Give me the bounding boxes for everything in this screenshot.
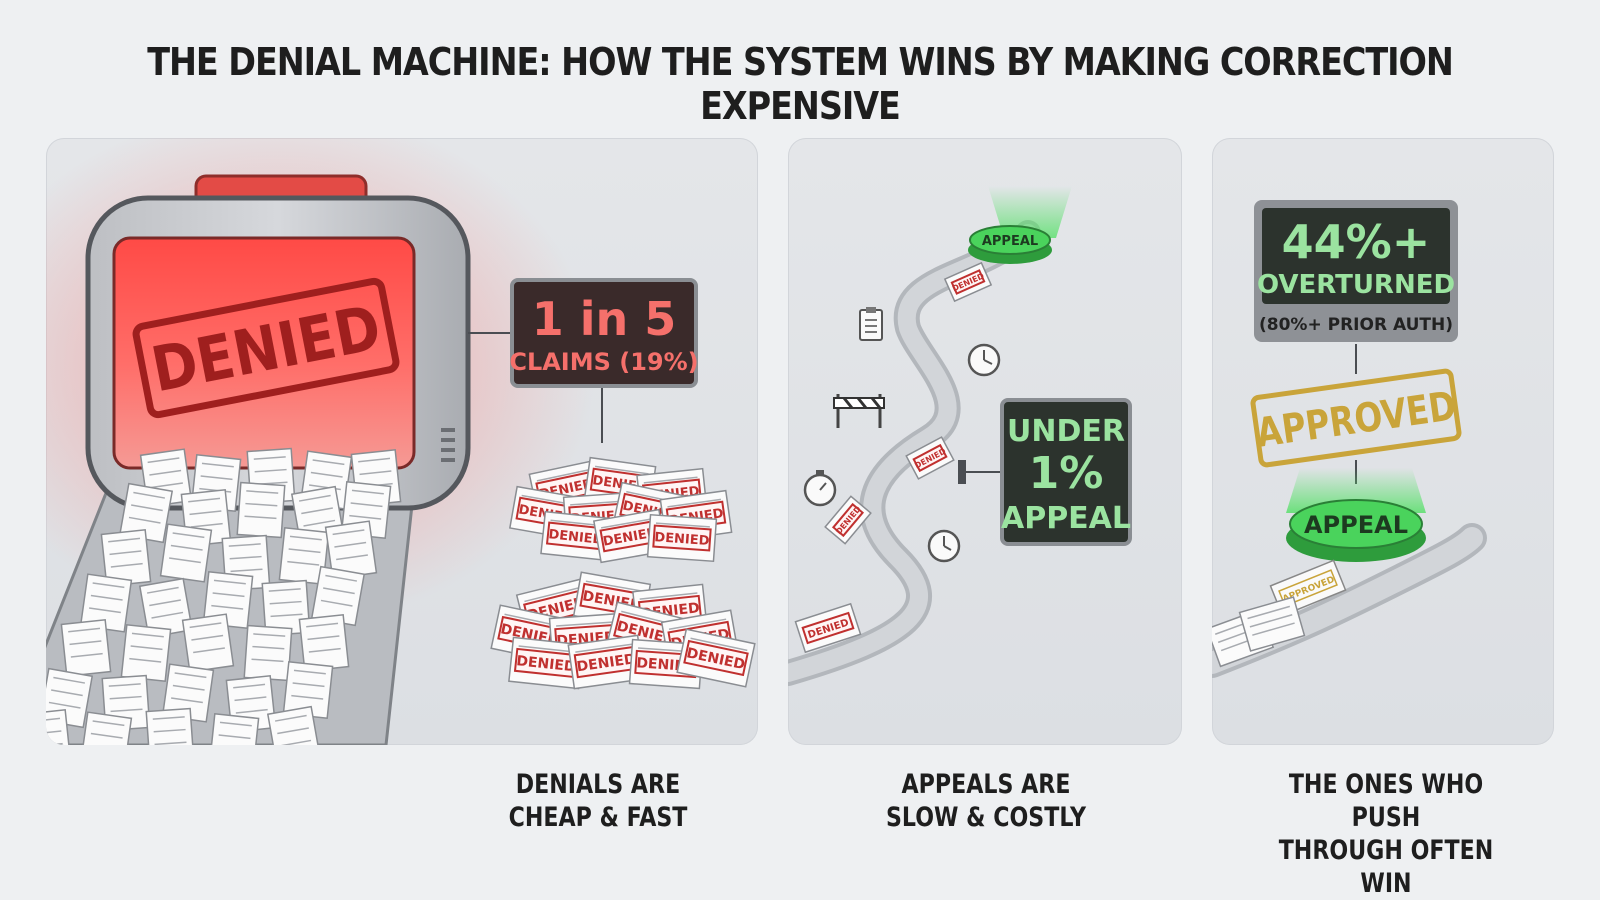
claim-paper (120, 624, 172, 682)
caption-denials: DENIALS ARE CHEAP & FAST (475, 768, 721, 834)
page-title: THE DENIAL MACHINE: HOW THE SYSTEM WINS … (147, 40, 1454, 128)
denial-machine-illustration: DENIED 1 in 5 CLAIMS (19%) DENIEDDENIEDD… (46, 138, 756, 745)
claim-paper (202, 571, 254, 629)
approved-illustration: 44%+ OVERTURNED (80%+ PRIOR AUTH) APPROV… (1212, 200, 1487, 678)
stat-44-percent: 44%+ (1282, 215, 1431, 269)
clock-icon-lower (927, 529, 961, 563)
claim-paper (261, 579, 311, 637)
claim-paper (298, 614, 350, 672)
papers-heading-to-appeal (1212, 596, 1306, 668)
claim-paper (60, 619, 112, 677)
denied-paper: DENIED (646, 513, 718, 563)
claim-paper (118, 482, 174, 544)
claim-paper (79, 573, 133, 633)
denied-paper-small: DENIED (794, 602, 862, 654)
panel-push-through: 44%+ OVERTURNED (80%+ PRIOR AUTH) APPROV… (1212, 138, 1554, 745)
stat-prior-auth: (80%+ PRIOR AUTH) (1259, 315, 1453, 335)
denied-paper-stamp: DENIED (516, 653, 577, 675)
denied-pile-top: DENIEDDENIEDDENIEDDENIEDDENIEDDENIEDDENI… (508, 456, 733, 564)
claim-paper (159, 523, 213, 583)
claim-paper (243, 624, 293, 682)
claim-paper (1238, 596, 1306, 652)
denied-paper: DENIED (676, 628, 756, 688)
appeal-button-label: APPEAL (982, 234, 1038, 249)
stat-under: UNDER (1007, 414, 1125, 449)
stat-box-one-in-five: 1 in 5 CLAIMS (19%) (509, 278, 699, 388)
caption-push-through: THE ONES WHO PUSH THROUGH OFTEN WIN (1255, 768, 1517, 900)
claim-paper (266, 705, 322, 745)
denied-paper-stamp: DENIED (654, 530, 710, 549)
claim-paper (208, 713, 260, 745)
caption-appeals-line1: APPEALS ARE (901, 769, 1071, 800)
denied-paper: DENIED (567, 634, 645, 690)
caption-denials-line2: CHEAP & FAST (508, 802, 688, 833)
claim-paper (161, 663, 215, 723)
caption-push-line2: THROUGH OFTEN WIN (1278, 835, 1494, 899)
barrier-icon (833, 394, 885, 428)
appeal-button-large[interactable] (1289, 499, 1423, 549)
stat-overturned: OVERTURNED (1257, 270, 1455, 300)
stat-one-in-five: 1 in 5 (532, 292, 677, 346)
denied-pile-bottom: DENIEDDENIEDDENIEDDENIEDDENIEDDENIEDDENI… (490, 571, 756, 690)
denied-paper: DENIED (508, 636, 584, 690)
caption-appeals: APPEALS ARE SLOW & COSTLY (863, 768, 1109, 834)
stat-box-overturned: 44%+ OVERTURNED (80%+ PRIOR AUTH) (1254, 200, 1458, 342)
approved-stamp: APPROVED (1250, 368, 1462, 468)
caption-appeals-line2: SLOW & COSTLY (885, 802, 1087, 833)
stat-claims-percent: CLAIMS (19%) (509, 348, 698, 376)
stat-appeal: APPEAL (1001, 501, 1131, 536)
clock-icon (967, 343, 1001, 377)
denied-paper-stamp: DENIED (548, 527, 605, 548)
denied-paper-small: DENIED (905, 436, 955, 480)
claim-paper (46, 709, 72, 745)
caption-denials-line1: DENIALS ARE (515, 769, 681, 800)
claim-paper (79, 711, 133, 745)
claim-papers (46, 447, 402, 745)
clipboard-icon (859, 307, 883, 341)
denied-paper-small: DENIED (943, 261, 993, 303)
appeal-button-large-label: APPEAL (1304, 511, 1408, 539)
stat-one-percent: 1% (1029, 448, 1104, 499)
claim-paper (324, 520, 378, 580)
denied-paper: DENIED (540, 510, 612, 562)
stat-box-under-one-percent: UNDER 1% APPEAL (1000, 398, 1132, 546)
claim-paper (145, 707, 195, 745)
stopwatch-icon (803, 470, 837, 507)
claim-paper (282, 661, 334, 719)
caption-push-line1: THE ONES WHO PUSH (1288, 769, 1484, 833)
claim-paper (236, 481, 286, 539)
claim-paper (181, 613, 235, 673)
appeal-button-small[interactable] (969, 225, 1051, 255)
